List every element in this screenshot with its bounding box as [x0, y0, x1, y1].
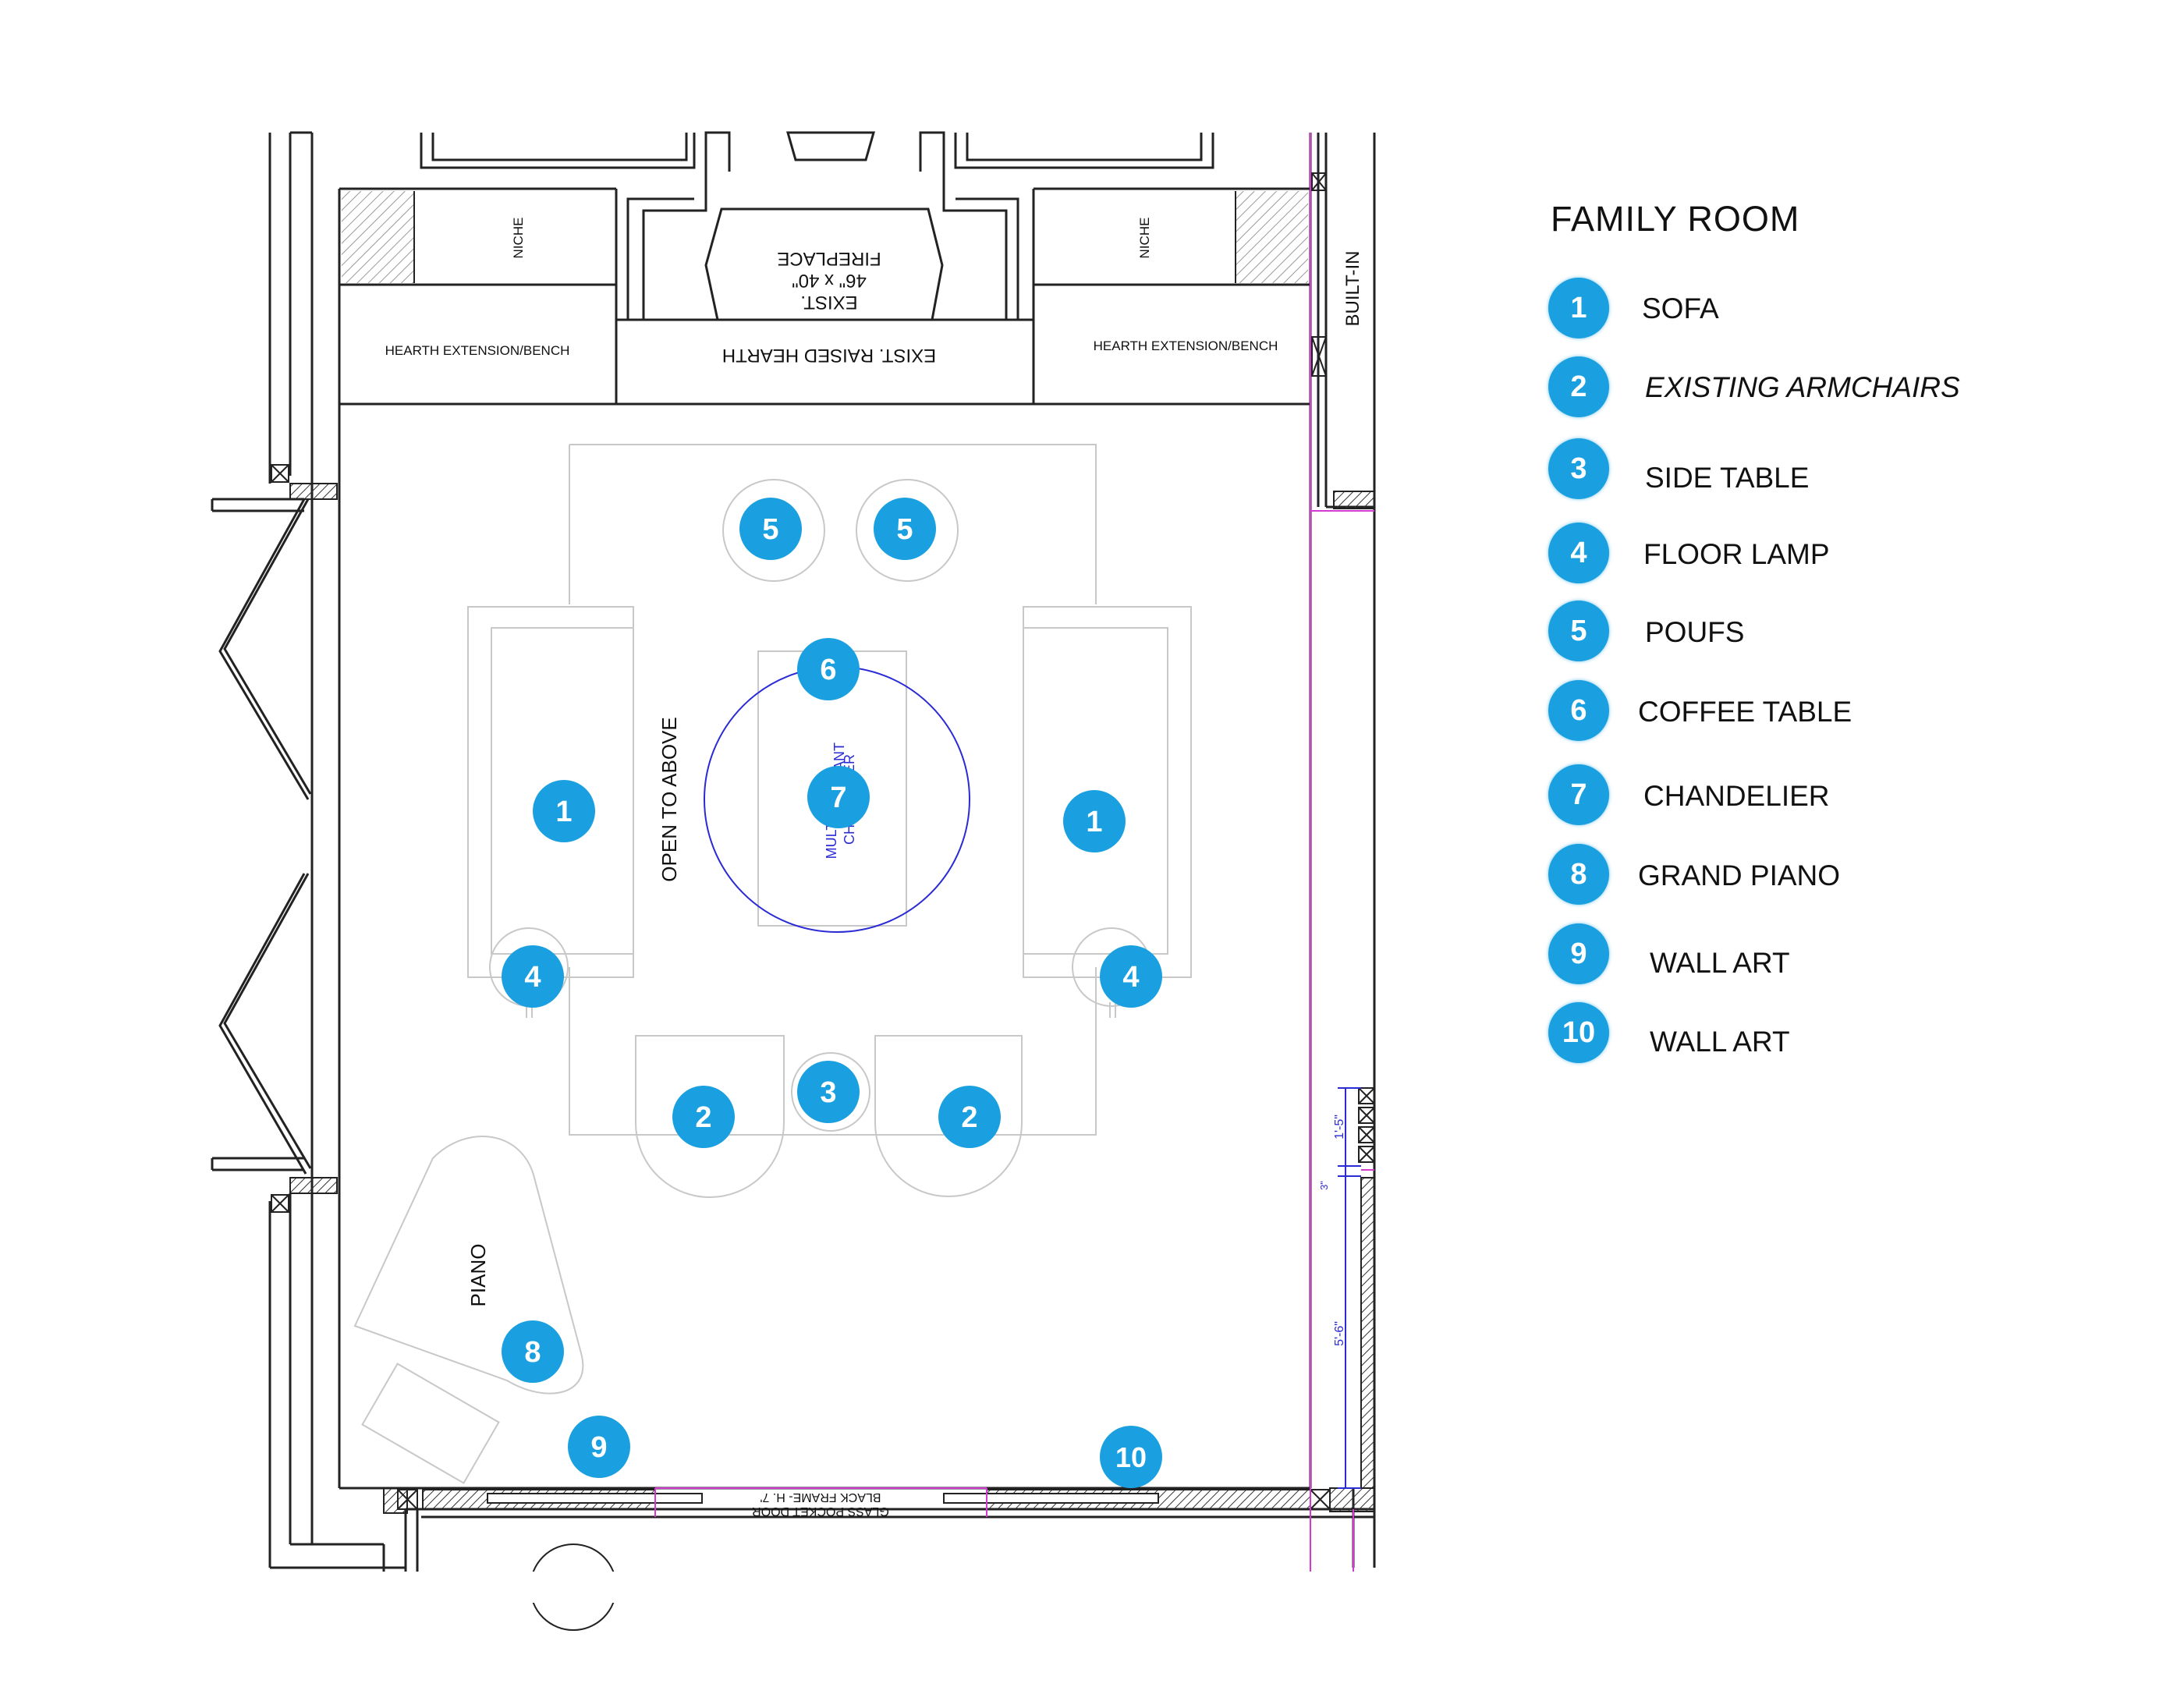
door-label-2: GLASS POCKET DOOR — [752, 1504, 889, 1518]
walls — [268, 131, 1376, 1572]
chandelier-label-2: MULTI — [824, 818, 839, 859]
dimension-label-1: 1'-5" — [1333, 1115, 1346, 1139]
open-to-above-label: OPEN TO ABOVE — [658, 717, 681, 881]
hearth-right-label: HEARTH EXTENSION/BENCH — [1094, 338, 1278, 353]
dimension-label-3: 3" — [1318, 1181, 1330, 1190]
piano-label: PIANO — [466, 1244, 490, 1307]
legend-badge: 6 — [1548, 680, 1609, 741]
legend-title: FAMILY ROOM — [1551, 199, 1800, 239]
svg-text:10: 10 — [1115, 1441, 1147, 1473]
svg-text:2: 2 — [961, 1101, 977, 1134]
legend-label: POUFS — [1645, 616, 1745, 648]
svg-text:3: 3 — [820, 1076, 836, 1109]
legend-item-existing-armchairs: 2 EXISTING ARMCHAIRS — [1548, 356, 2094, 420]
svg-text:1: 1 — [1086, 806, 1102, 838]
legend-item-coffee-table: 6 COFFEE TABLE — [1548, 680, 2094, 744]
legend-label: EXISTING ARMCHAIRS — [1645, 371, 1960, 403]
niche-right-label: NICHE — [1137, 218, 1152, 259]
badge-wall-art-left: 9 — [568, 1416, 630, 1478]
legend-label: FLOOR LAMP — [1643, 538, 1830, 570]
legend-item-poufs: 5 POUFS — [1548, 601, 2094, 665]
hearth-left-label: HEARTH EXTENSION/BENCH — [385, 343, 570, 358]
legend-badge: 8 — [1548, 844, 1609, 905]
niche-left-label: NICHE — [511, 218, 526, 259]
badge-coffee-table: 6 — [797, 638, 860, 700]
plan-labels: NICHE NICHE EXIST. 46" x 40" FIREPLACE H… — [385, 218, 1363, 1518]
legend-label: WALL ART — [1650, 1026, 1790, 1058]
legend-label: WALL ART — [1650, 947, 1790, 979]
legend-label: CHANDELIER — [1643, 780, 1830, 812]
svg-text:7: 7 — [830, 781, 846, 814]
legend-badge: 7 — [1548, 764, 1609, 825]
legend-badge: 3 — [1548, 438, 1609, 499]
svg-text:1: 1 — [555, 796, 572, 828]
badge-lamp-right: 4 — [1100, 945, 1162, 1008]
fireplace-label-1: EXIST. — [800, 292, 857, 313]
legend-item-chandelier: 7 CHANDELIER — [1548, 764, 2094, 828]
badge-wall-art-right: 10 — [1100, 1426, 1162, 1488]
furniture — [353, 444, 1192, 1484]
legend-badge: 4 — [1548, 523, 1609, 583]
fireplace-label-3: FIREPLACE — [777, 248, 881, 269]
svg-text:4: 4 — [524, 961, 541, 994]
badge-sofa-right: 1 — [1063, 790, 1126, 852]
dimension-label-2: 5'-6" — [1333, 1321, 1346, 1346]
svg-text:8: 8 — [524, 1336, 541, 1369]
built-in-label: BUILT-IN — [1342, 251, 1363, 327]
legend-item-floor-lamp: 4 FLOOR LAMP — [1548, 523, 2094, 587]
badge-sofa-left: 1 — [533, 780, 595, 842]
legend-item-wall-art-10: 10 WALL ART — [1548, 1002, 2094, 1066]
badge-piano: 8 — [502, 1320, 564, 1383]
hearth-center-label: EXIST. RAISED HEARTH — [722, 345, 936, 366]
door-label-1: BLACK FRAME- H. 7' — [760, 1490, 881, 1504]
badge-pouf-left: 5 — [739, 498, 802, 560]
legend-item-wall-art-9: 9 WALL ART — [1548, 923, 2094, 987]
pocket-door — [487, 1493, 1159, 1504]
legend-label: SIDE TABLE — [1645, 462, 1810, 494]
legend-badge: 5 — [1548, 601, 1609, 661]
badge-armchair-left: 2 — [672, 1086, 735, 1148]
legend-item-side-table: 3 SIDE TABLE — [1548, 438, 2094, 502]
svg-text:5: 5 — [896, 513, 913, 546]
plan-badges: 1 1 2 2 3 4 4 5 5 6 7 8 9 10 — [502, 498, 1162, 1488]
legend-badge: 10 — [1548, 1002, 1609, 1063]
legend-label: GRAND PIANO — [1638, 859, 1841, 891]
badge-lamp-left: 4 — [502, 945, 564, 1008]
svg-text:5: 5 — [762, 513, 778, 546]
folding-doors — [211, 498, 312, 1175]
legend-item-grand-piano: 8 GRAND PIANO — [1548, 844, 2094, 908]
svg-text:2: 2 — [695, 1101, 711, 1134]
fireplace-label-2: 46" x 40" — [792, 270, 867, 291]
svg-text:9: 9 — [590, 1431, 607, 1464]
legend-badge: 2 — [1548, 356, 1609, 417]
legend-badge: 1 — [1548, 278, 1609, 338]
badge-chandelier: 7 — [807, 766, 870, 828]
legend-label: SOFA — [1642, 292, 1719, 324]
badge-pouf-right: 5 — [874, 498, 936, 560]
magenta-lines — [654, 133, 1374, 1572]
badge-side-table: 3 — [797, 1061, 860, 1123]
svg-text:6: 6 — [820, 654, 836, 686]
dimension-lines — [1338, 1087, 1361, 1489]
badge-armchair-right: 2 — [938, 1086, 1001, 1148]
legend-badge: 9 — [1548, 923, 1609, 984]
svg-text:4: 4 — [1122, 961, 1139, 994]
fireplace — [704, 131, 944, 321]
legend-item-sofa: 1 SOFA — [1548, 278, 2094, 342]
legend-label: COFFEE TABLE — [1638, 696, 1852, 728]
